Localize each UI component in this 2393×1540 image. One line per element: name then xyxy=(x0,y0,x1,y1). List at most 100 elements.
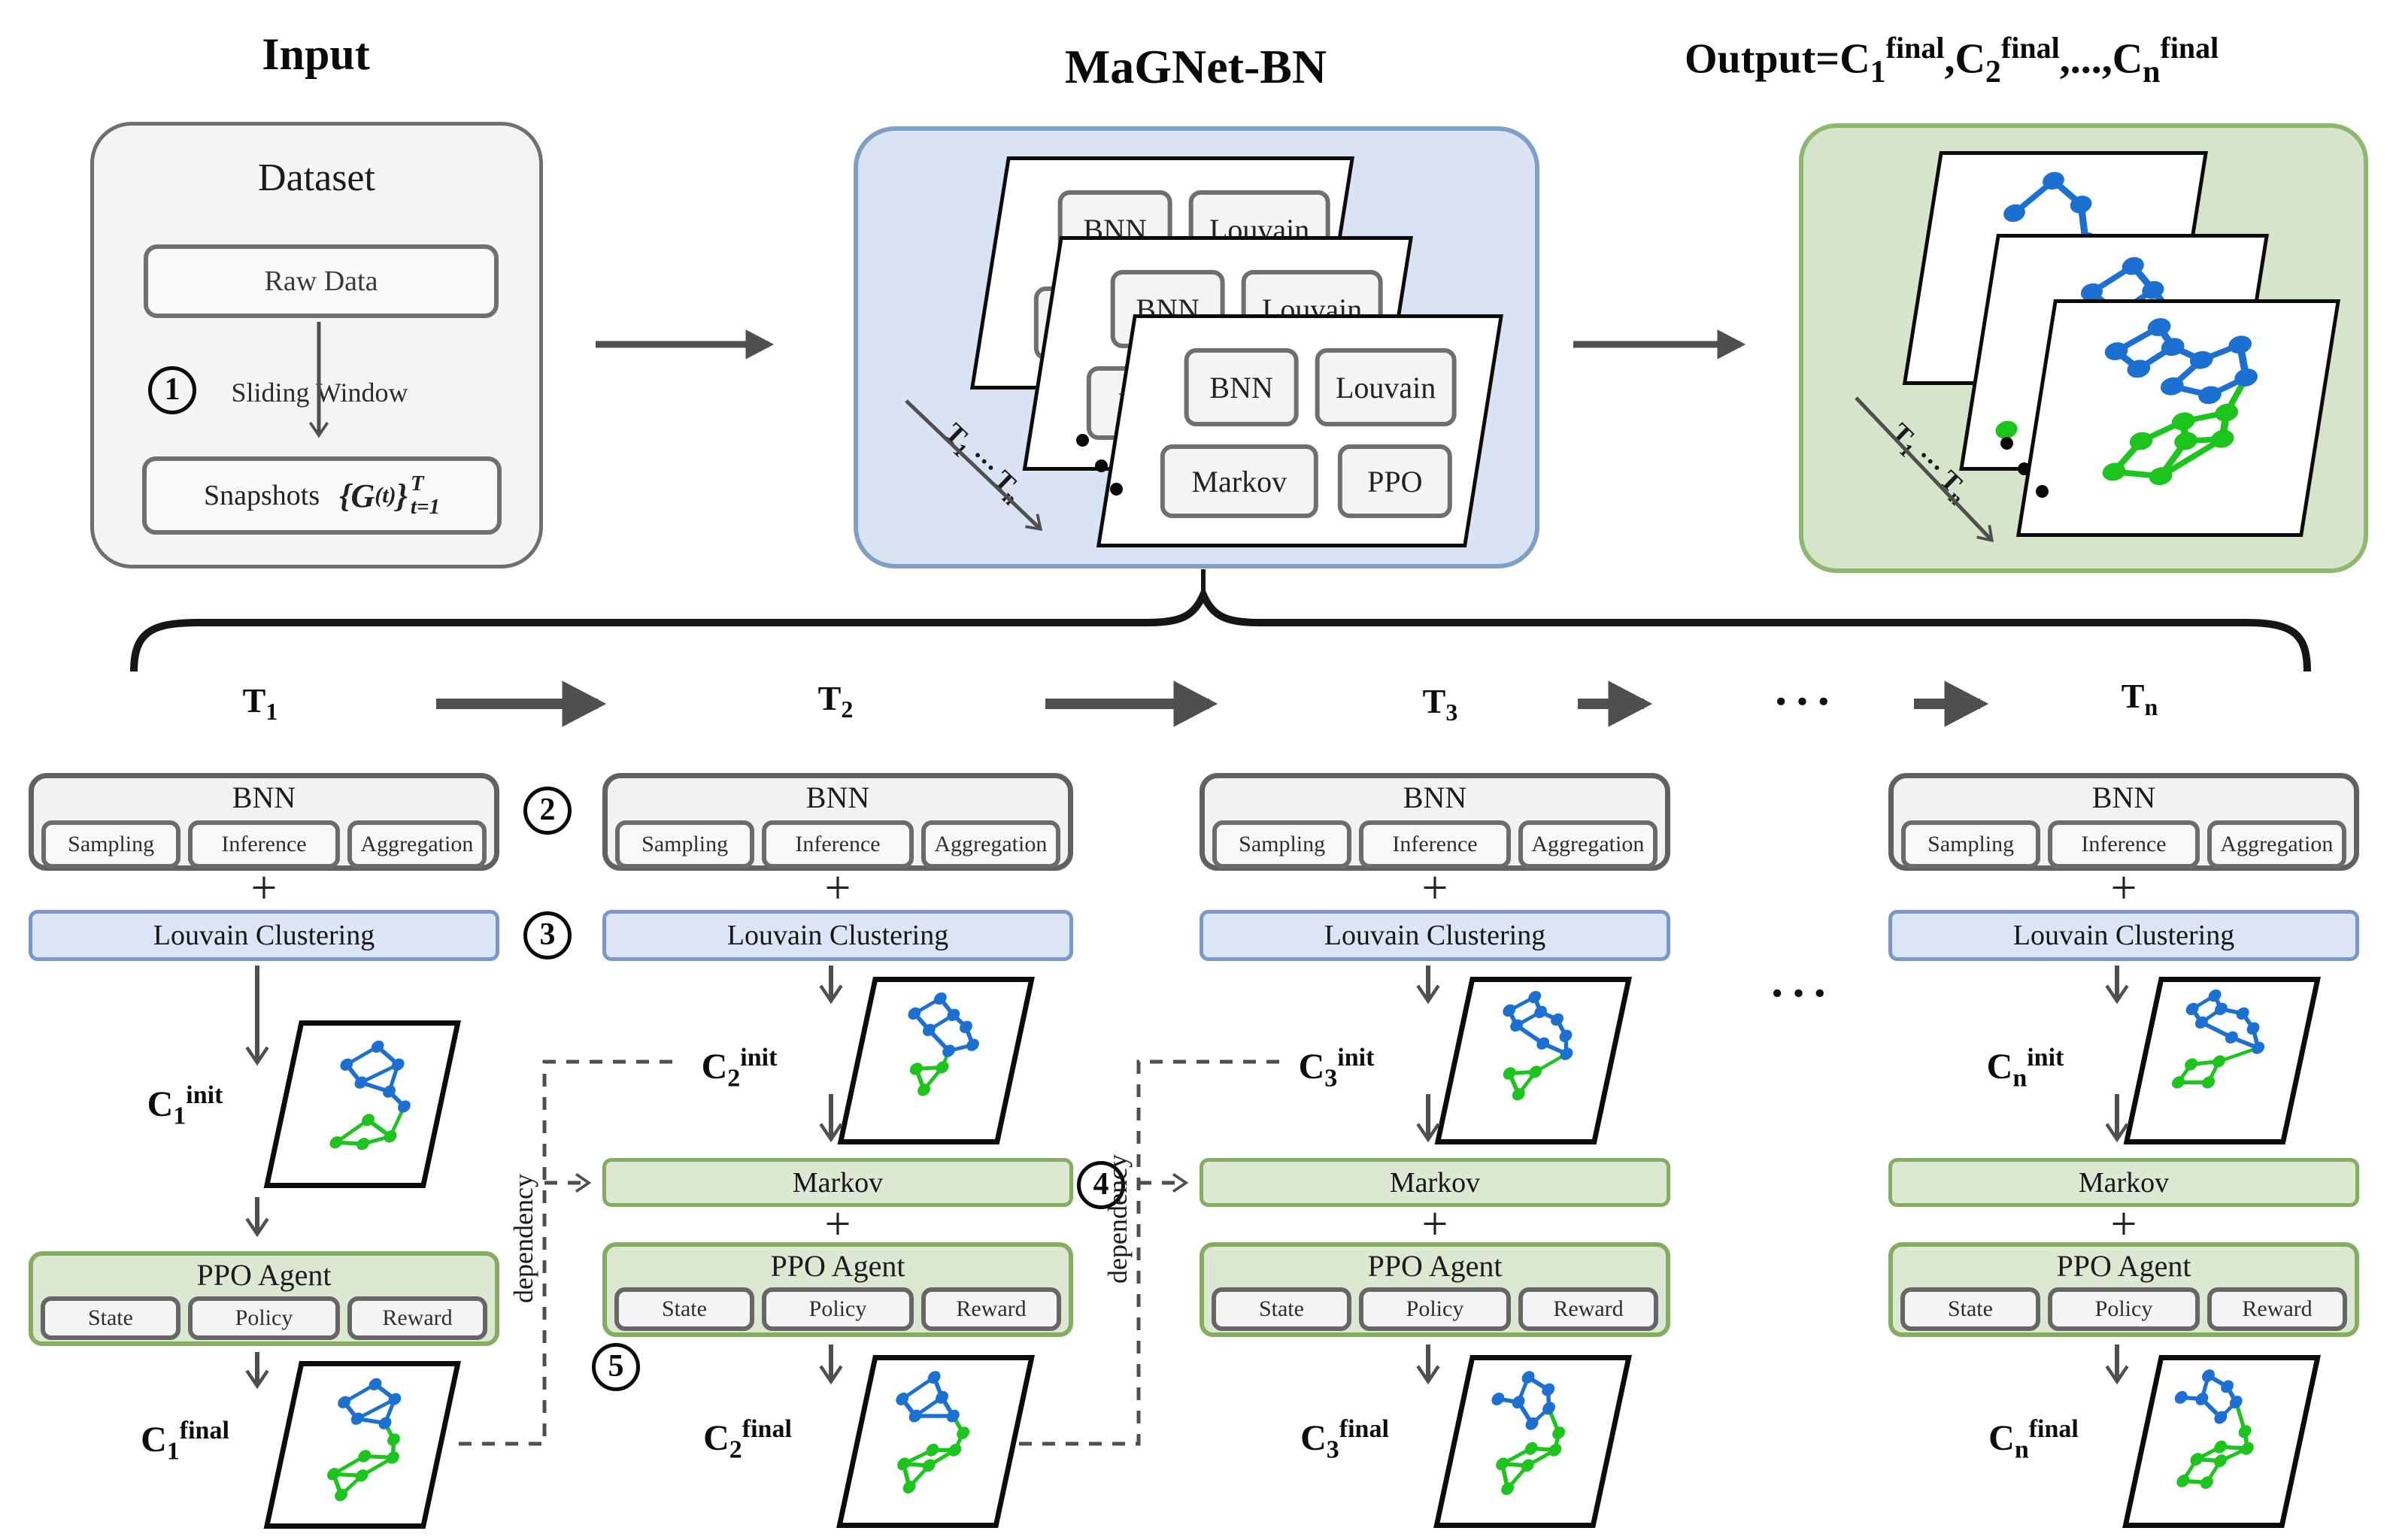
sampling-box: Sampling xyxy=(1212,820,1352,869)
sliding-window-label: Sliding Window xyxy=(231,377,408,408)
c-base: C xyxy=(1300,1418,1327,1458)
c-sub: 1 xyxy=(173,1102,187,1130)
c-base: C xyxy=(1298,1047,1325,1087)
louvain-clustering-box: Louvain Clustering xyxy=(1888,910,2359,961)
timeline-ellipsis: ··· xyxy=(1773,675,1837,728)
c3-final-label: C3final xyxy=(1232,1415,1457,1465)
step-3-badge: 3 xyxy=(523,911,572,959)
cluster-graph-icon xyxy=(908,992,979,1096)
c-sub: 3 xyxy=(1326,1435,1339,1464)
aggregation-box: Aggregation xyxy=(347,820,487,869)
magnet-card-front: BNN Louvain Markov PPO xyxy=(1096,314,1503,547)
bnn-title: BNN xyxy=(805,781,870,814)
magnet-bn-panel: BNN Louvain Markov PPO BNN Louvain Marko… xyxy=(854,126,1539,568)
raw-data-label: Raw Data xyxy=(264,265,378,297)
bnn-title: BNN xyxy=(1403,781,1467,814)
t-label: T xyxy=(817,679,842,717)
cn-init-label: Cninit xyxy=(1912,1044,2138,1093)
raw-data-box: Raw Data xyxy=(144,244,499,318)
markov-box: Markov xyxy=(1888,1158,2359,1207)
t-sub: 2 xyxy=(841,696,854,723)
output-title-sup1: final xyxy=(1885,31,1945,65)
output-title-sub3: n xyxy=(2143,54,2161,89)
cn-final-graph-card xyxy=(2122,1355,2321,1528)
expansion-brace xyxy=(130,585,2311,672)
formula-sup: (t) xyxy=(375,483,396,508)
bnn-subrow: Sampling Inference Aggregation xyxy=(1901,820,2347,869)
sampling-box: Sampling xyxy=(41,820,181,869)
c-sub: 2 xyxy=(729,1435,742,1464)
ppo-subrow: State Policy Reward xyxy=(1212,1287,1658,1331)
plus-sign: + xyxy=(2110,1199,2137,1250)
louvain-clustering-box: Louvain Clustering xyxy=(1200,910,1670,961)
cluster-graph-icon xyxy=(2174,1369,2254,1489)
reward-box: Reward xyxy=(921,1287,1061,1331)
c3-final-graph-card xyxy=(1433,1355,1632,1528)
c-sub: 1 xyxy=(166,1437,180,1466)
t-sub: 1 xyxy=(265,698,278,726)
c2-final-label: C2final xyxy=(635,1415,860,1465)
bnn-subrow: Sampling Inference Aggregation xyxy=(41,820,487,869)
c-sup: init xyxy=(740,1044,778,1072)
bnn-box: BNN Sampling Inference Aggregation xyxy=(1200,773,1670,871)
c-sup: init xyxy=(2027,1044,2064,1072)
louvain-module-box: Louvain xyxy=(1315,348,1457,426)
c-sup: init xyxy=(186,1081,223,1109)
louvain-clustering-box: Louvain Clustering xyxy=(602,910,1073,961)
plus-sign: + xyxy=(2110,862,2137,914)
timestep-label-t1: T1 xyxy=(215,681,305,726)
magnet-bn-section-title: MaGNet-BN xyxy=(1064,40,1327,93)
c3-init-label: C3init xyxy=(1224,1044,1449,1093)
sampling-box: Sampling xyxy=(1901,820,2041,869)
cn-init-graph-card xyxy=(2123,977,2321,1144)
snapshots-label: Snapshots xyxy=(204,480,320,511)
aggregation-box: Aggregation xyxy=(1518,820,1658,869)
step-1-badge: 1 xyxy=(148,366,196,414)
formula-g: G xyxy=(350,477,375,514)
plus-sign: + xyxy=(1421,1199,1448,1250)
policy-box: Policy xyxy=(2047,1287,2200,1331)
ppo-agent-box: PPO Agent State Policy Reward xyxy=(29,1251,499,1346)
c3-init-graph-card xyxy=(1434,977,1632,1144)
step-5-badge: 5 xyxy=(592,1343,640,1391)
output-title-text3: ,...,C xyxy=(2059,35,2143,83)
ppo-subrow: State Policy Reward xyxy=(41,1296,487,1340)
ppo-subrow: State Policy Reward xyxy=(1900,1287,2347,1331)
state-box: State xyxy=(41,1296,180,1340)
state-box: State xyxy=(614,1287,754,1331)
c-base: C xyxy=(1986,1047,2013,1087)
cluster-graph-icon xyxy=(329,1040,411,1150)
ppo-agent-box: PPO Agent State Policy Reward xyxy=(1888,1242,2359,1337)
bnn-box: BNN Sampling Inference Aggregation xyxy=(602,773,1073,871)
timestep-label-t3: T3 xyxy=(1395,681,1485,726)
policy-box: Policy xyxy=(761,1287,914,1331)
t-sub: 3 xyxy=(1445,699,1458,726)
c-sup: init xyxy=(1337,1044,1375,1072)
output-panel xyxy=(1799,123,2368,573)
formula-rbrace: } xyxy=(396,477,408,514)
inference-box: Inference xyxy=(1359,820,1511,869)
state-box: State xyxy=(1900,1287,2040,1331)
c-sub: n xyxy=(2014,1435,2029,1464)
output-section-title: Output=C1final,C2final,...,Cnfinal xyxy=(1685,30,2393,90)
c-sup: final xyxy=(742,1415,792,1443)
output-title-text: Output=C xyxy=(1685,35,1870,83)
c-base: C xyxy=(701,1047,728,1087)
column-tn: BNN Sampling Inference Aggregation + Lou… xyxy=(1882,767,2365,1540)
cluster-graph-icon xyxy=(2171,989,2265,1089)
policy-box: Policy xyxy=(187,1296,341,1340)
input-section-title: Input xyxy=(262,29,370,79)
cluster-graph-icon xyxy=(1503,990,1573,1101)
output-title-sup3: final xyxy=(2160,31,2219,65)
c-sub: 3 xyxy=(1324,1064,1338,1093)
reward-box: Reward xyxy=(347,1296,487,1340)
inference-box: Inference xyxy=(188,820,340,869)
c-sup: final xyxy=(2028,1415,2079,1443)
louvain-clustering-box: Louvain Clustering xyxy=(29,910,499,961)
bnn-box: BNN Sampling Inference Aggregation xyxy=(29,773,499,871)
plus-sign: + xyxy=(824,862,851,914)
output-title-sub2: 2 xyxy=(1985,54,2001,89)
cluster-graph-icon xyxy=(896,1371,970,1494)
